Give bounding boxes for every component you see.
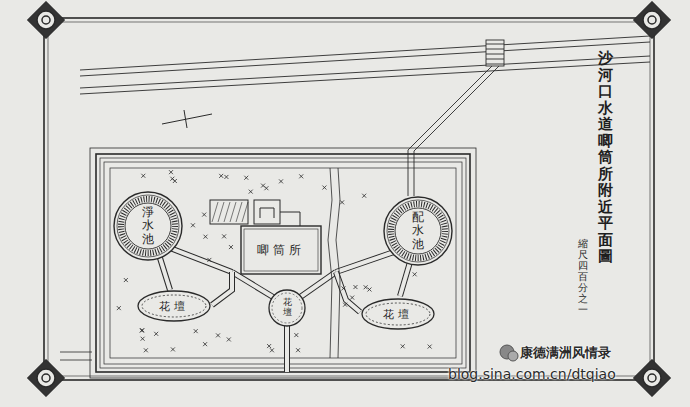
ditch [328,168,340,358]
compound-wall [60,148,476,378]
node-label: 花壇 [282,298,293,318]
scale-note: 縮尺四百分之一 [578,238,588,315]
node-label: 花壇 [158,299,190,314]
pump-house: 唧筒所 [240,225,322,275]
watermark: 康德满洲风情录 [520,344,611,362]
water-pipe [408,66,499,196]
frame [44,18,654,380]
reservoir-circle: 配水池 [383,196,453,266]
node-label: 淨水池 [141,206,155,246]
corner-ornament [634,2,671,39]
watermark-icon [500,345,518,361]
flower-bed: 花壇 [361,298,435,330]
map-title: 沙河口水道唧筒所附近平面圖 [598,50,613,265]
corner-ornament [28,360,65,397]
corner-ornament [634,360,671,397]
flower-bed: 花壇 [137,290,211,322]
node-label: 花壇 [382,307,414,322]
river-lines [80,36,650,94]
corner-ornament [28,2,65,39]
watermark: blog.sina.com.cn/dtqiao [448,366,616,382]
frame-inner [48,22,650,376]
reservoir-circle: 淨水池 [113,191,183,261]
node-label: 配水池 [411,211,425,251]
node-label: 唧筒所 [256,242,306,259]
annex-building [210,200,300,226]
flower-bed: 花壇 [268,289,306,327]
compass-mark [162,110,212,128]
